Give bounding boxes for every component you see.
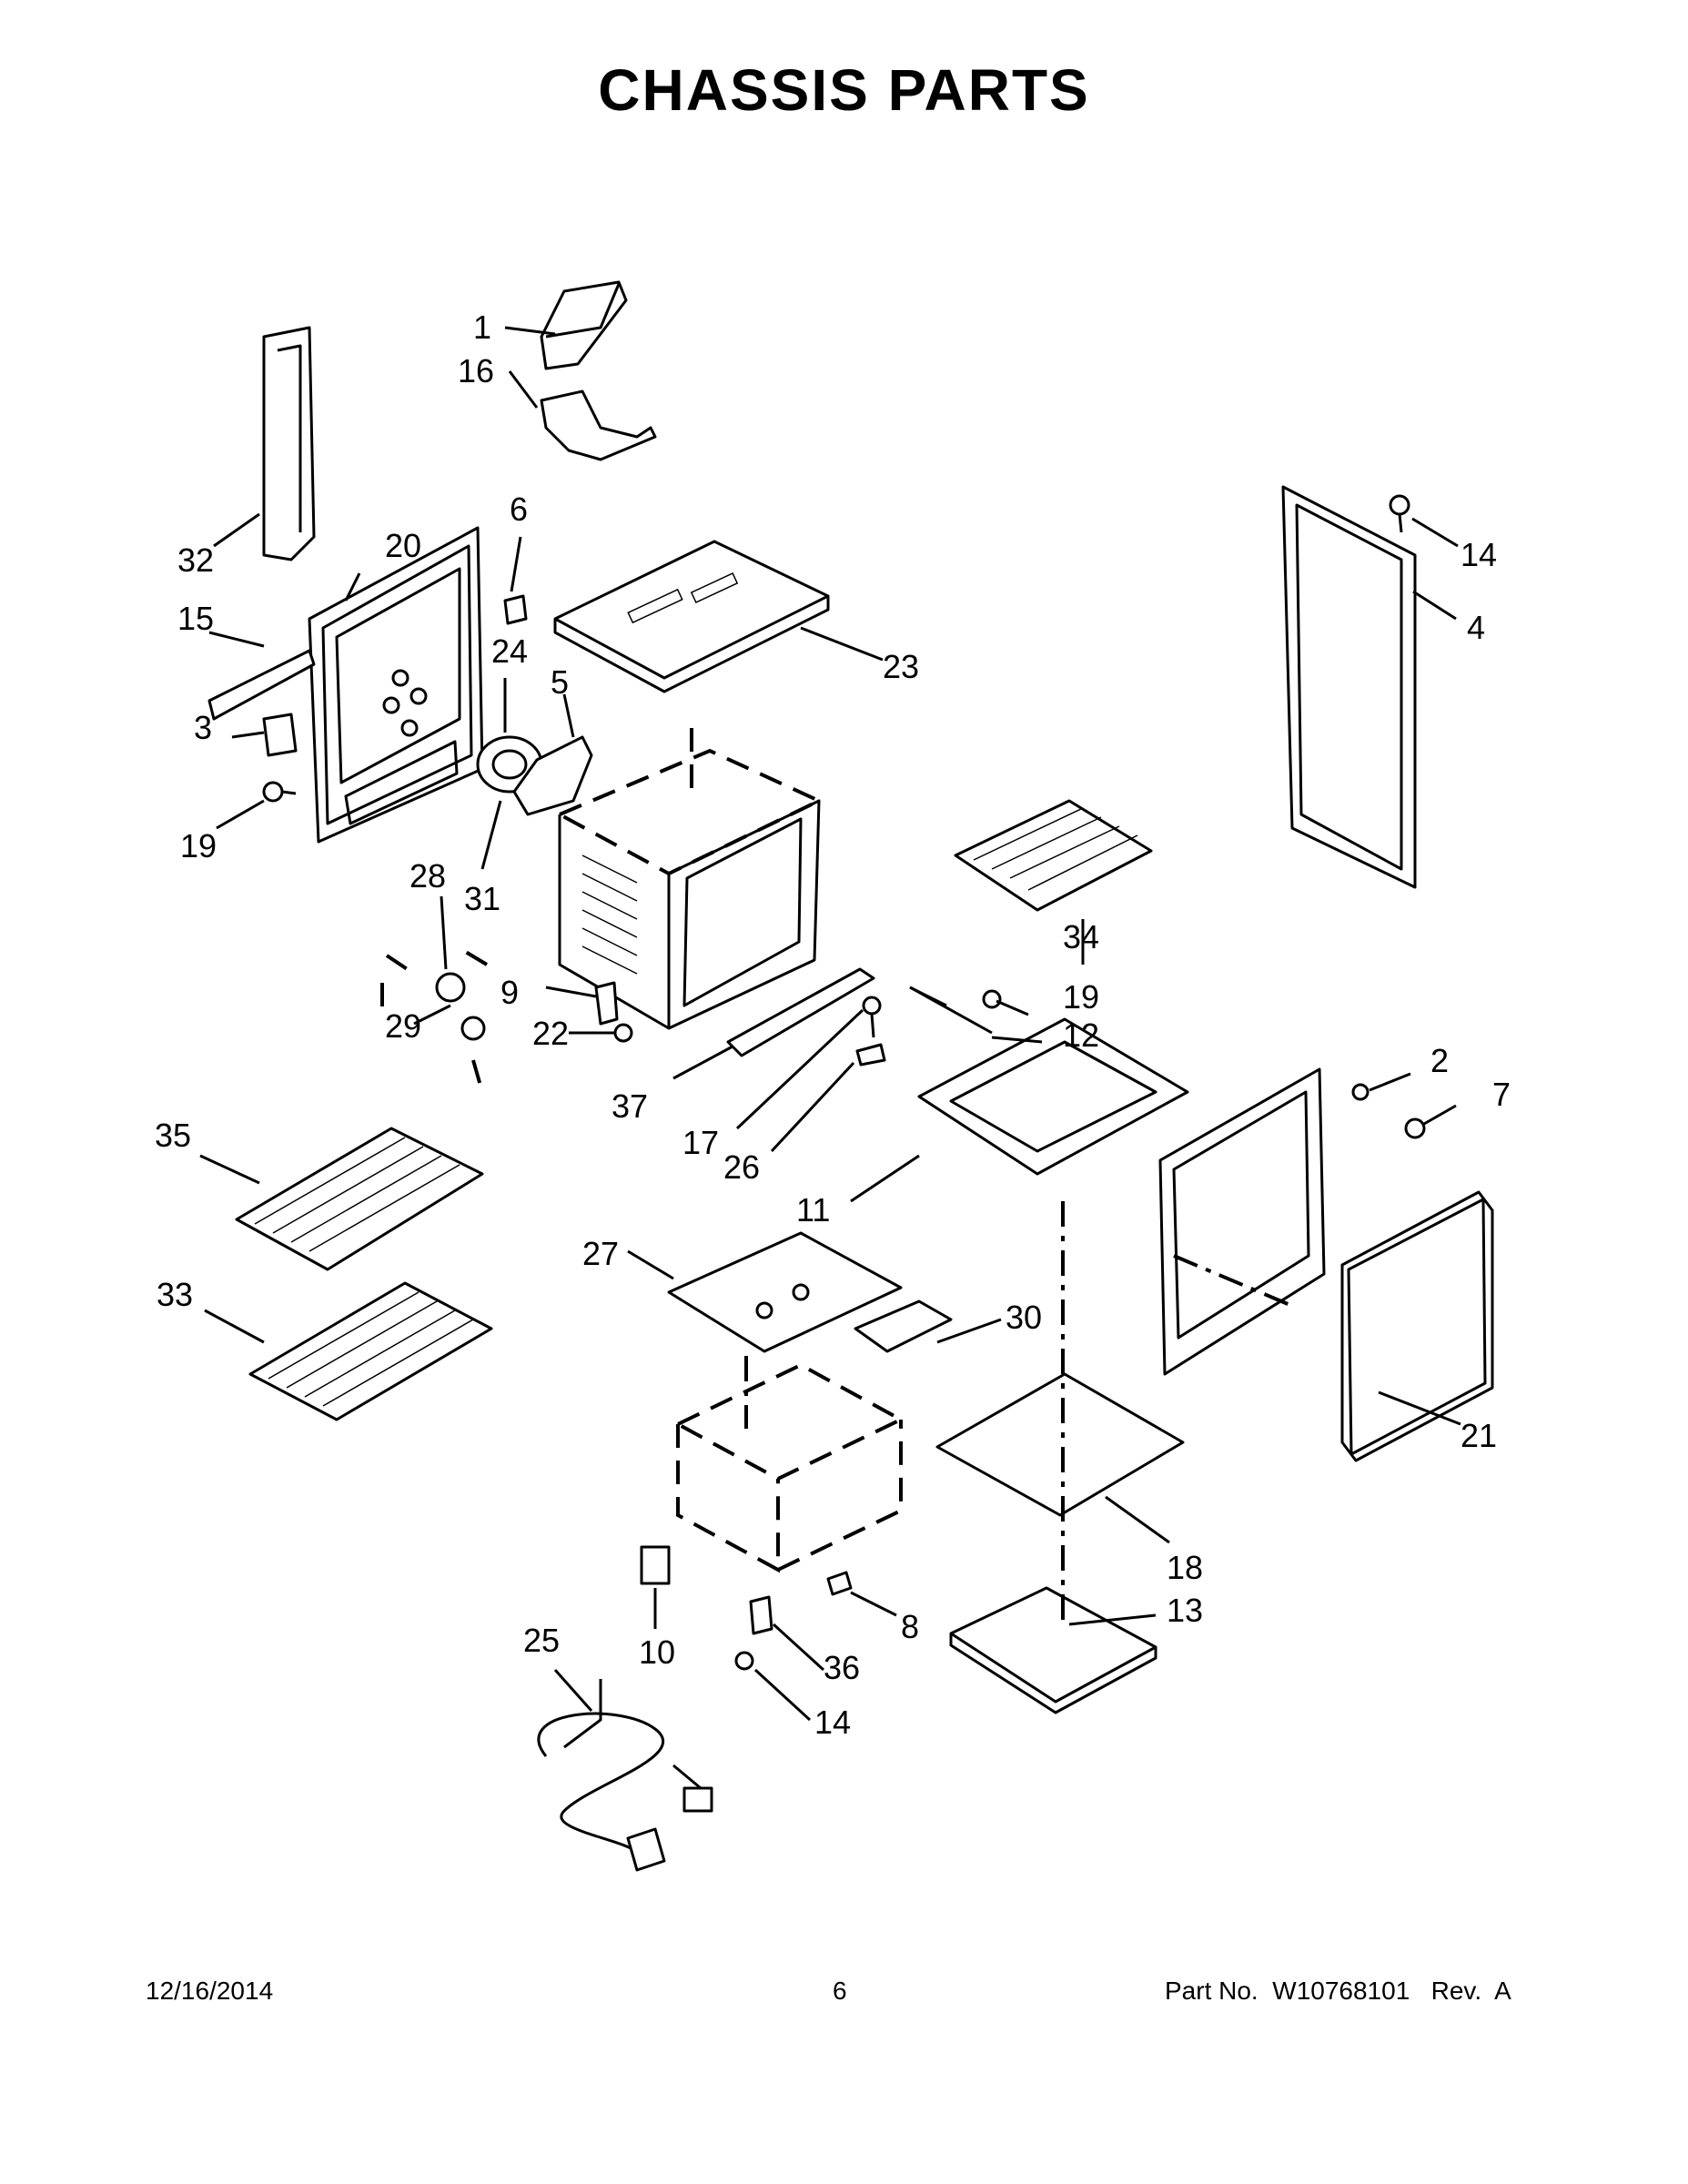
page-title: CHASSIS PARTS xyxy=(598,57,1090,123)
part-1-vent-duct xyxy=(540,280,628,370)
part-15-rail xyxy=(207,649,316,721)
part-6-bracket xyxy=(503,594,528,625)
callout-10: 10 xyxy=(639,1633,675,1671)
callout-3: 3 xyxy=(194,709,212,746)
callout-30: 30 xyxy=(1006,1299,1042,1336)
callout-35: 35 xyxy=(155,1117,191,1154)
lower-base-box xyxy=(673,1356,905,1573)
oven-cavity xyxy=(555,728,824,1030)
callout-23: 23 xyxy=(883,648,919,685)
footer-page-number: 6 xyxy=(833,1977,847,2005)
part-25-power-cord xyxy=(537,1712,713,1872)
callout-14a: 14 xyxy=(1461,536,1497,573)
callout-34: 34 xyxy=(1063,918,1099,956)
part-26-pad xyxy=(855,1043,886,1067)
leader-lines xyxy=(199,326,1461,1749)
side-panel xyxy=(1158,1067,1326,1376)
callout-5: 5 xyxy=(551,663,569,701)
callout-29: 29 xyxy=(385,1007,421,1045)
callout-32: 32 xyxy=(177,541,214,579)
part-19-screw-b xyxy=(982,989,1002,1009)
callout-28: 28 xyxy=(409,857,446,895)
part-35-rack xyxy=(235,1127,484,1271)
callout-4: 4 xyxy=(1467,609,1485,646)
part-21-gasket xyxy=(1340,1190,1494,1462)
callout-12: 12 xyxy=(1063,1016,1099,1054)
callout-21: 21 xyxy=(1461,1417,1497,1454)
part-14-screw-b xyxy=(734,1651,754,1671)
callout-24: 24 xyxy=(491,632,528,670)
callout-27: 27 xyxy=(582,1235,619,1272)
part-22-screw xyxy=(613,1023,633,1043)
callout-17: 17 xyxy=(682,1124,719,1161)
part-19-screw xyxy=(262,781,297,803)
callout-26: 26 xyxy=(723,1148,760,1186)
part-34-rack xyxy=(954,799,1153,912)
part-9-bracket xyxy=(594,981,619,1026)
part-29-knob xyxy=(380,949,489,1093)
part-14-screw xyxy=(1389,494,1410,533)
part-20-rear-panel xyxy=(308,526,484,844)
callout-16: 16 xyxy=(458,352,494,389)
part-17-screw xyxy=(862,996,882,1038)
callout-20: 20 xyxy=(385,527,421,564)
callout-19a: 19 xyxy=(180,827,217,864)
callout-19b: 19 xyxy=(1063,978,1099,1016)
callout-7: 7 xyxy=(1492,1076,1511,1113)
callout-37: 37 xyxy=(612,1087,648,1125)
part-3-clip xyxy=(262,713,298,757)
callout-8: 8 xyxy=(901,1608,919,1645)
callout-22: 22 xyxy=(532,1015,569,1052)
callout-13: 13 xyxy=(1167,1592,1203,1629)
callout-11: 11 xyxy=(796,1191,830,1228)
part-18-sheet xyxy=(935,1372,1185,1517)
part-8-clip xyxy=(826,1571,853,1596)
part-30-strip xyxy=(854,1299,953,1353)
part-23-top-plate xyxy=(553,540,830,693)
part-37-trim xyxy=(726,967,875,1057)
callout-31: 31 xyxy=(464,880,500,917)
part-33-rack xyxy=(248,1281,493,1421)
part-12-rod xyxy=(909,986,993,1035)
part-16-vent-baffle xyxy=(540,389,657,461)
callout-25: 25 xyxy=(523,1622,560,1659)
part-32-bracket xyxy=(262,326,316,561)
callout-18: 18 xyxy=(1167,1549,1203,1586)
callout-33: 33 xyxy=(157,1276,193,1313)
footer-date: 12/16/2014 xyxy=(146,1977,274,2005)
part-5-fan-shroud xyxy=(512,735,593,816)
callout-36: 36 xyxy=(824,1649,860,1686)
callout-1: 1 xyxy=(473,308,491,346)
callout-labels: 1 16 32 20 6 15 24 5 3 19 23 14 4 28 31 … xyxy=(155,308,1511,1741)
part-7-screw xyxy=(1404,1117,1426,1139)
part-2-spacer xyxy=(1351,1083,1370,1101)
part-27-plate xyxy=(667,1231,903,1353)
part-4-door-frame xyxy=(1281,485,1417,889)
part-13-pan xyxy=(949,1586,1157,1714)
callout-6: 6 xyxy=(510,490,528,528)
callout-2: 2 xyxy=(1430,1042,1449,1079)
callout-14b: 14 xyxy=(814,1704,851,1741)
footer-part-number: Part No. W10768101 Rev. A xyxy=(1165,1977,1511,2005)
callout-15: 15 xyxy=(177,600,214,637)
part-10-leveler xyxy=(640,1545,671,1585)
callout-9: 9 xyxy=(500,974,519,1011)
part-11-floor xyxy=(917,1017,1189,1176)
part-36-bracket xyxy=(749,1595,773,1635)
